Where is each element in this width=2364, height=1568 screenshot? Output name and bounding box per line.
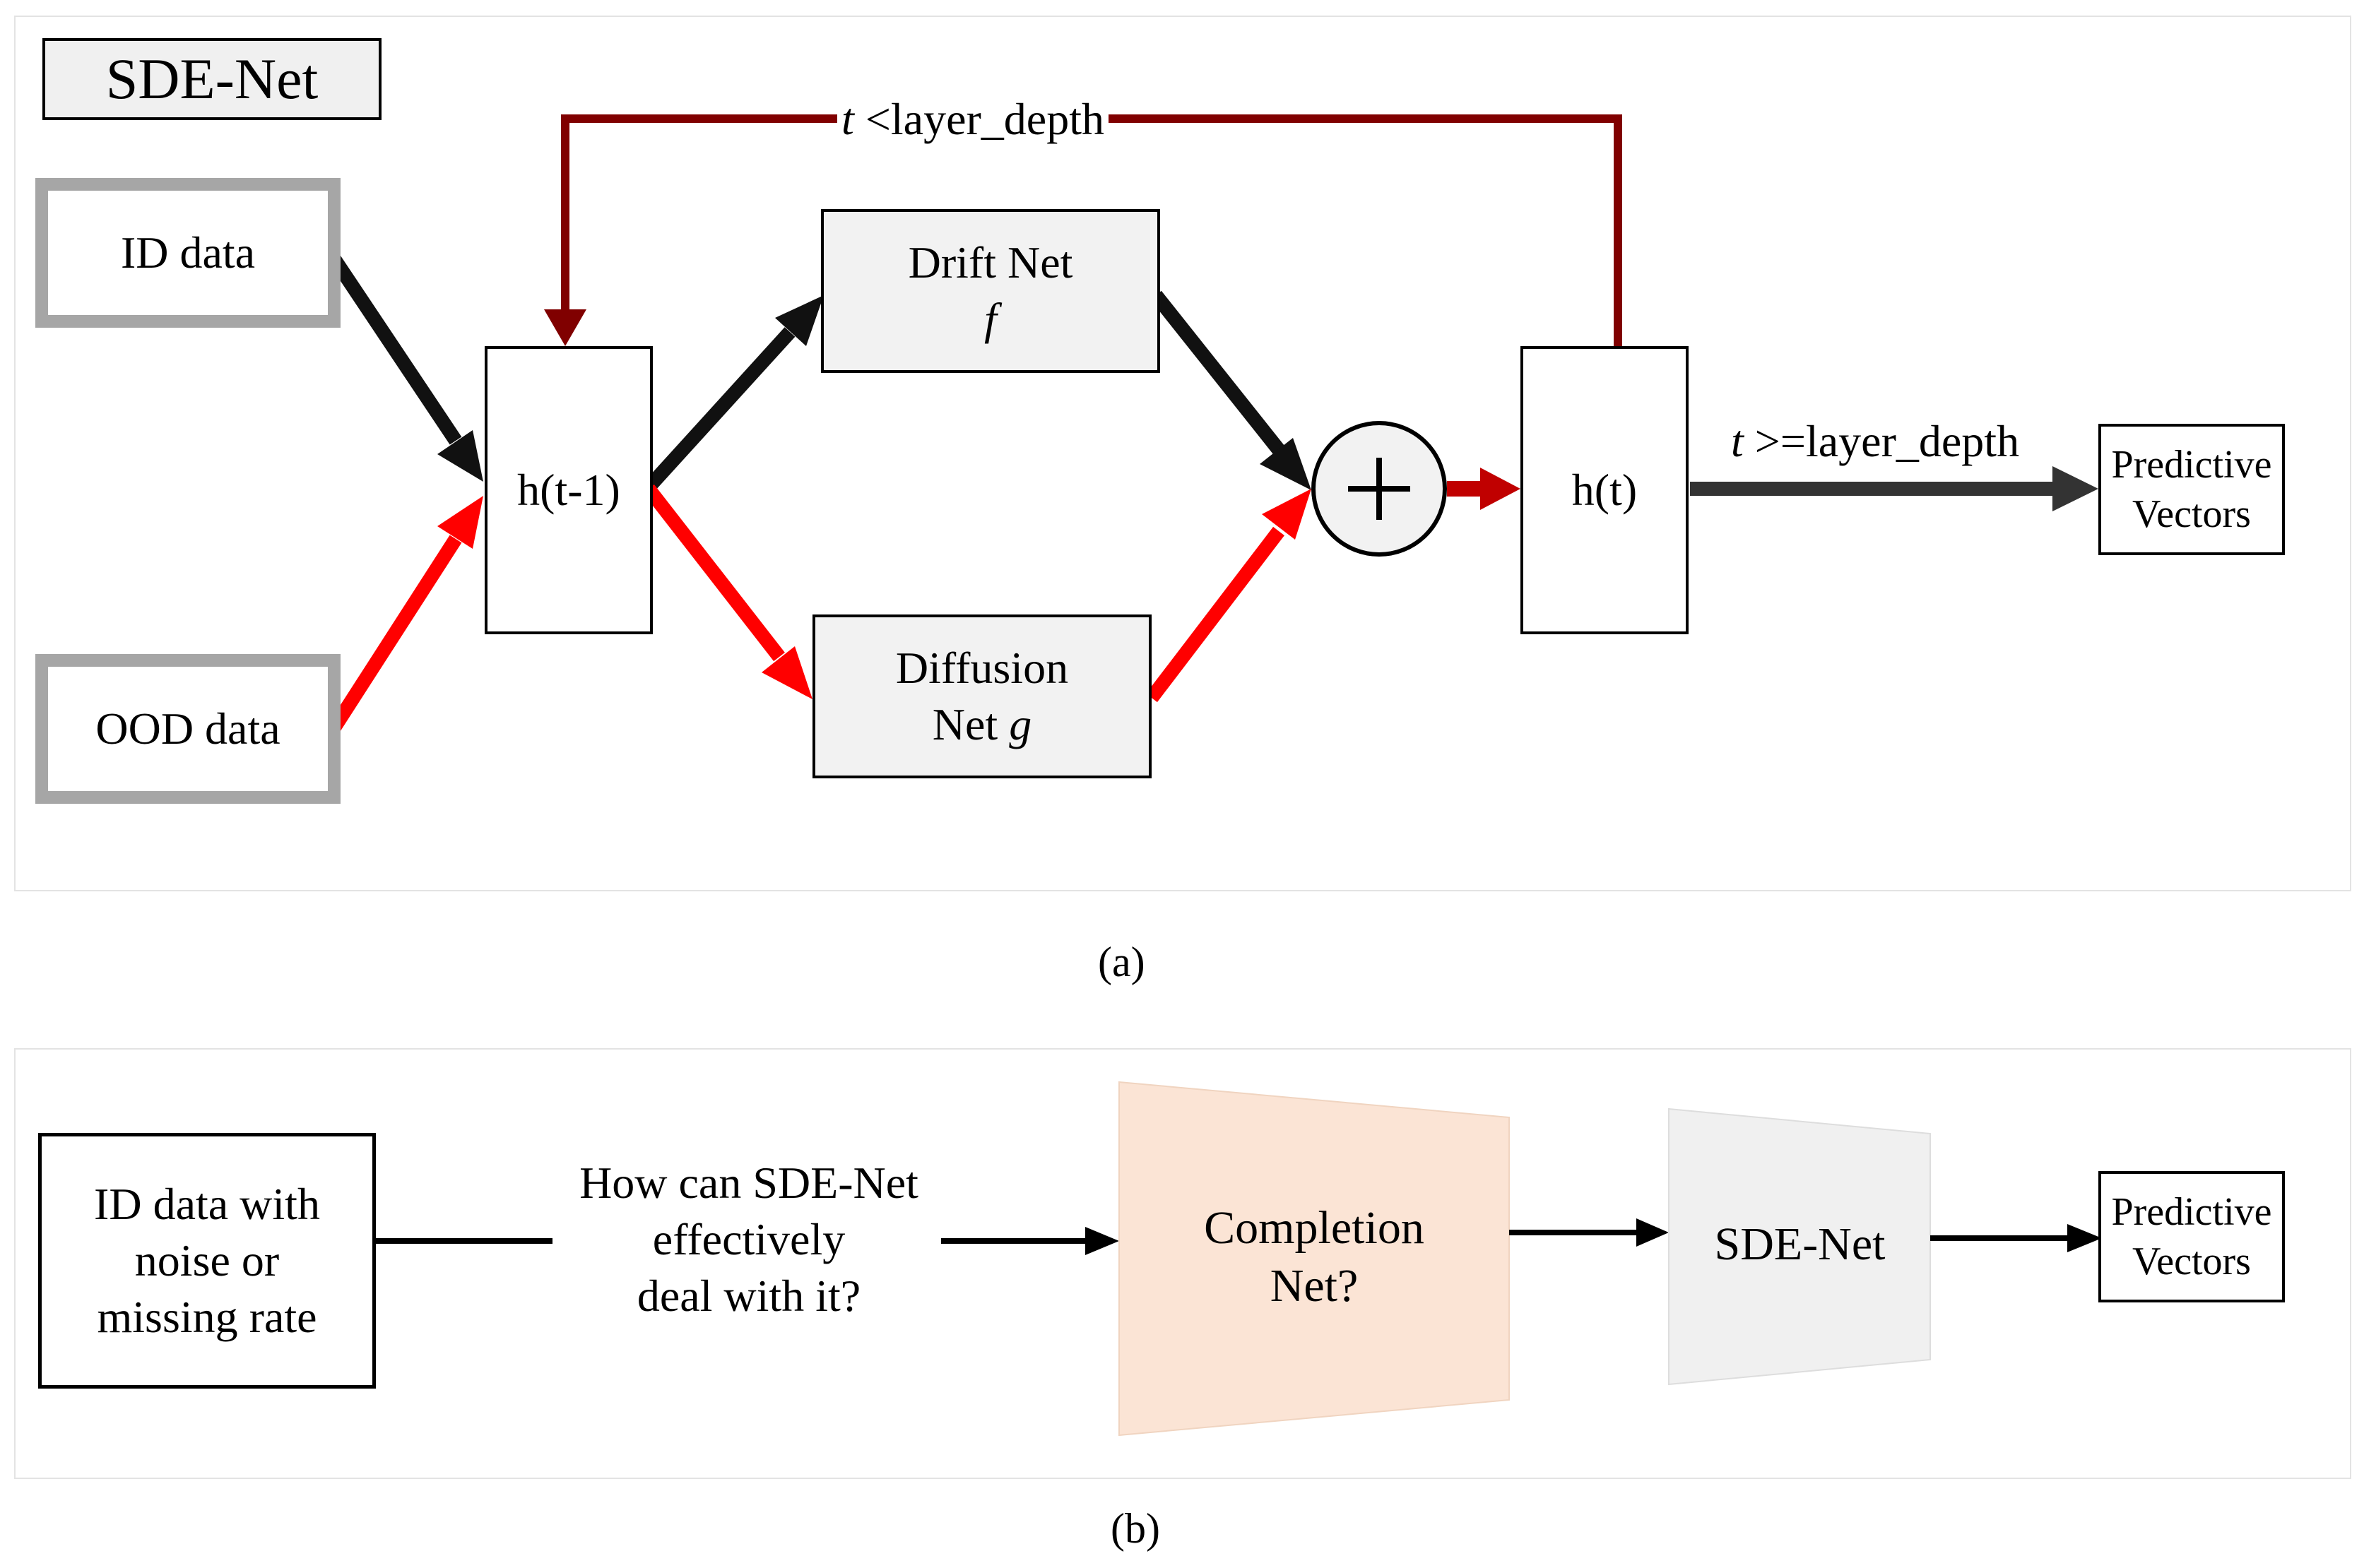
sde-net-shape bbox=[1668, 1107, 1931, 1386]
caption-b: (b) bbox=[1111, 1505, 1160, 1552]
noisy-input-box: ID data with noise or missing rate bbox=[38, 1133, 376, 1389]
question-line3: deal with it? bbox=[637, 1271, 861, 1321]
output-box-a: Predictive Vectors bbox=[2098, 424, 2285, 555]
id-to-h-arrowhead bbox=[437, 430, 483, 482]
diffusion-net-label-line1: Diffusion bbox=[895, 643, 1069, 693]
output-b-line2: Vectors bbox=[2132, 1240, 2251, 1283]
question-line1: How can SDE-Net bbox=[579, 1158, 918, 1208]
id-data-label: ID data bbox=[120, 227, 256, 278]
plus-to-h-arrowhead bbox=[1480, 468, 1520, 510]
diffusion-to-plus-arrowhead bbox=[1262, 489, 1311, 540]
sde-net-label: SDE-Net bbox=[1714, 1218, 1886, 1270]
output-a-line2: Vectors bbox=[2132, 492, 2251, 536]
completion-line2: Net? bbox=[1270, 1260, 1359, 1312]
h-curr-label: h(t) bbox=[1571, 465, 1638, 515]
h-to-drift-arrow bbox=[643, 327, 796, 492]
id-to-h-arrow bbox=[326, 251, 462, 445]
output-box-b: Predictive Vectors bbox=[2098, 1171, 2285, 1302]
completion-line1: Completion bbox=[1204, 1201, 1424, 1254]
panel-a bbox=[14, 16, 2351, 891]
ood-to-h-arrow bbox=[326, 535, 462, 735]
noisy-input-line2: noise or bbox=[134, 1235, 280, 1285]
h-to-drift-arrowhead bbox=[775, 295, 824, 346]
h-prev-box: h(t-1) bbox=[485, 346, 653, 634]
ood-data-box: OOD data bbox=[35, 654, 341, 804]
sde-to-output-arrowhead bbox=[2067, 1224, 2102, 1252]
completion-net-label: Completion Net? bbox=[1130, 1187, 1498, 1328]
noisy-input-line3: missing rate bbox=[97, 1292, 317, 1342]
loop-condition-label: t <layer_depth bbox=[837, 94, 1109, 145]
output-a-line1: Predictive bbox=[2111, 443, 2272, 487]
question-to-completion-arrowhead bbox=[1085, 1227, 1119, 1255]
question-line2: effectively bbox=[652, 1214, 846, 1264]
drift-net-symbol: f bbox=[984, 294, 997, 344]
h-to-diffusion-arrow bbox=[643, 484, 785, 662]
panel-title: SDE-Net bbox=[105, 46, 319, 111]
sum-node bbox=[1311, 421, 1447, 557]
plus-icon bbox=[1348, 458, 1410, 520]
drift-to-plus-arrowhead bbox=[1260, 438, 1311, 490]
exit-condition-label: t >=layer_depth bbox=[1731, 416, 2020, 466]
completion-net-shape bbox=[1118, 1081, 1510, 1437]
h-to-diffusion-arrowhead bbox=[762, 646, 812, 699]
output-b-line1: Predictive bbox=[2111, 1190, 2272, 1234]
completion-to-sde-arrowhead bbox=[1636, 1218, 1669, 1247]
caption-a: (a) bbox=[1098, 939, 1145, 985]
id-data-box: ID data bbox=[35, 178, 341, 328]
h-curr-box: h(t) bbox=[1520, 346, 1689, 634]
noisy-input-line1: ID data with bbox=[94, 1179, 320, 1229]
drift-to-plus-arrow bbox=[1150, 290, 1284, 455]
loop-feedback-arrowhead bbox=[544, 309, 586, 346]
drift-net-box: Drift Net f bbox=[821, 209, 1160, 373]
diffusion-net-label-line2: Net g bbox=[932, 699, 1032, 749]
drift-net-label: Drift Net bbox=[908, 237, 1073, 287]
diffusion-net-symbol: g bbox=[1009, 699, 1032, 749]
diffusion-net-box: Diffusion Net g bbox=[812, 614, 1152, 778]
ood-to-h-arrowhead bbox=[437, 496, 483, 549]
diffusion-to-plus-arrow bbox=[1146, 526, 1284, 703]
question-text: How can SDE-Net effectively deal with it… bbox=[545, 1144, 952, 1335]
ood-data-label: OOD data bbox=[95, 703, 280, 754]
h-prev-label: h(t-1) bbox=[517, 465, 620, 515]
panel-title-box: SDE-Net bbox=[42, 38, 382, 120]
h-to-output-arrowhead bbox=[2052, 466, 2098, 511]
